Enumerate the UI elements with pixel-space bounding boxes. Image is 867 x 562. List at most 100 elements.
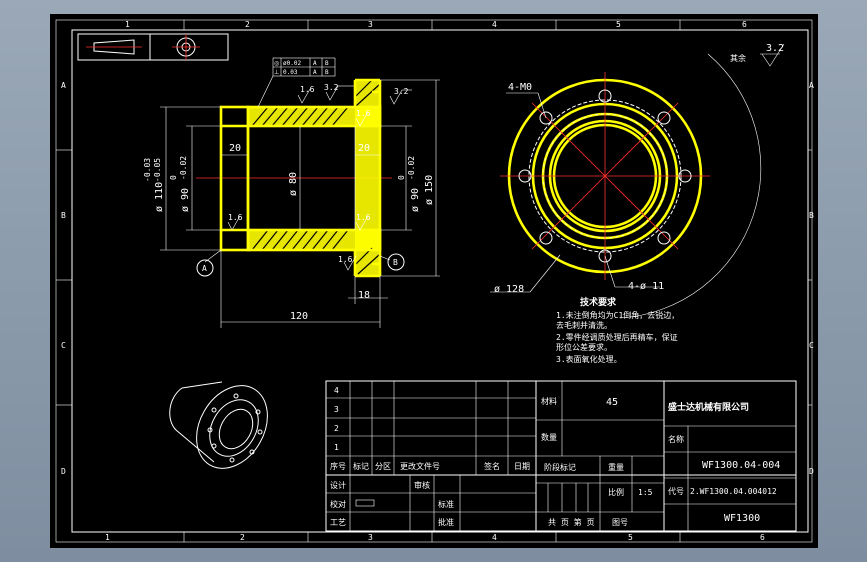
dim-d110: ø 110 — [154, 182, 165, 212]
isometric-view — [169, 381, 268, 469]
tech-line-5: 3.表面氧化处理。 — [556, 354, 622, 364]
zone-left-b: B — [61, 211, 66, 220]
bottom-wall-hatch — [248, 230, 380, 250]
end-view-leaders — [490, 92, 660, 293]
zone-left-c: C — [61, 341, 66, 350]
dim-width-20-left: 20 — [229, 143, 241, 154]
material-value: 45 — [606, 397, 618, 408]
rev-row-3: 3 — [334, 405, 339, 414]
zone-right-c: C — [809, 341, 814, 350]
zone-labels: 1 2 3 4 5 6 1 2 3 4 5 6 A B C D A B C D — [61, 20, 814, 542]
roughness-symbol-3 — [355, 215, 369, 231]
datum-a-label: A — [202, 264, 207, 273]
general-roughness-value: 3.2 — [766, 43, 784, 54]
check-stamp-box — [355, 499, 375, 507]
material-label: 材料 — [541, 396, 557, 406]
zone-top-1: 1 — [125, 20, 130, 29]
tol-row2-value: 0.03 — [283, 69, 298, 76]
hdr-zone: 分区 — [375, 462, 391, 471]
roughness-4: 1.6 — [356, 109, 371, 118]
end-view[interactable]: 4-M0 4-ø 11 ø 128 — [490, 53, 762, 319]
zone-top-5: 5 — [616, 20, 621, 29]
d128-label: ø 128 — [494, 284, 524, 295]
dim-d90-left: ø 90 — [180, 188, 191, 212]
zone-bottom-5: 5 — [628, 533, 633, 542]
roughness-3: 1.6 — [356, 213, 371, 222]
role-check: 校对 — [330, 499, 346, 509]
format-label: 图号 — [612, 518, 628, 527]
dim-width-20-right: 20 — [358, 143, 370, 154]
zone-right-d: D — [809, 467, 814, 476]
zone-left-a: A — [61, 81, 66, 90]
title-block[interactable]: 4 3 2 1 序号 标记 分区 更改文件号 签名 日期 设计 校对 工艺 审核… — [325, 380, 797, 532]
roughness-symbol-6 — [389, 89, 403, 105]
zone-bottom-1: 1 — [105, 533, 110, 542]
zone-ticks — [56, 20, 812, 542]
zone-bottom-2: 2 — [240, 533, 245, 542]
roughness-5: 1.6 — [338, 255, 353, 264]
role-design: 设计 — [330, 480, 346, 490]
general-roughness-label: 其余 — [730, 53, 746, 63]
projection-symbol — [77, 33, 229, 61]
drawing-number: WF1300.04-004 — [702, 460, 780, 471]
roughness-2: 1.6 — [228, 213, 243, 222]
tol-row1-ref1: A — [313, 60, 317, 67]
tech-requirements: 技术要求 1.未注倒角均为C1倒角，去锐边， 去毛刺并清洗。 2.零件经调质处理… — [556, 296, 679, 364]
tol-row1-symbol: ◎ — [274, 60, 279, 67]
role-standard: 标准 — [438, 499, 454, 509]
zone-right-a: A — [809, 81, 814, 90]
holes-top-label: 4-M0 — [508, 82, 532, 93]
roughness-marks: 1.6 1.6 1.6 1.6 1.6 3.2 3.2 — [227, 83, 412, 271]
zone-right-b: B — [809, 211, 814, 220]
dim-d150: ø 150 — [424, 175, 435, 205]
section-view[interactable]: ø 110 -0.03 -0.05 ø 90 0 -0.02 ø 80 ø 90… — [143, 57, 440, 328]
roughness-symbol-4 — [355, 111, 369, 127]
scale-label: 比例 — [608, 487, 624, 497]
stage-label: 阶段标记 — [544, 462, 576, 472]
zone-top-3: 3 — [368, 20, 373, 29]
flange-hatch — [355, 80, 380, 276]
tech-title: 技术要求 — [580, 296, 617, 308]
bolt-holes — [518, 89, 692, 263]
zone-bottom-3: 3 — [368, 533, 373, 542]
roughness-6: 3.2 — [394, 87, 409, 96]
general-roughness-note: 3.2 其余 — [730, 43, 785, 67]
sheets-label: 共 页 第 页 — [548, 517, 594, 527]
tech-line-3: 2.零件经调质处理后再精车，保证 — [556, 332, 678, 342]
dim-d110-tol-upper: -0.03 — [143, 158, 152, 182]
dim-flange-18: 18 — [358, 290, 370, 301]
zone-top-6: 6 — [742, 20, 747, 29]
datum-a[interactable]: A — [196, 249, 222, 277]
roughness-symbol-1 — [297, 88, 311, 104]
dim-length-120: 120 — [290, 311, 308, 322]
dim-d90-left-tol-upper: 0 — [169, 175, 178, 180]
outer-frame — [55, 19, 813, 543]
datum-b[interactable]: B — [379, 253, 405, 271]
hdr-file: 更改文件号 — [400, 461, 440, 471]
bottom-wall-hatch-lines — [251, 229, 349, 251]
tol-row1-ref2: B — [325, 60, 329, 67]
sheet-background — [50, 14, 818, 548]
dim-d80: ø 80 — [288, 172, 299, 196]
datum-b-label: B — [393, 258, 398, 267]
top-wall-hatch — [248, 107, 380, 126]
tol-row2-ref2: B — [325, 69, 329, 76]
rev-row-4: 4 — [334, 386, 339, 395]
name-label: 名称 — [668, 434, 684, 444]
roughness-symbol-5 — [343, 255, 357, 271]
hdr-date: 日期 — [514, 462, 530, 471]
roughness-1: 1.6 — [300, 85, 315, 94]
zone-bottom-4: 4 — [492, 533, 497, 542]
hdr-seq: 序号 — [330, 461, 346, 471]
tech-line-4: 形位公差要求。 — [556, 342, 612, 352]
inner-frame — [71, 29, 809, 533]
roughness-symbol-7 — [325, 85, 339, 101]
tolerance-frame[interactable]: ◎ ø0.02 A B ⊥ 0.03 A B — [257, 57, 336, 108]
rev-row-2: 2 — [334, 424, 339, 433]
zone-top-4: 4 — [492, 20, 497, 29]
role-approve: 批准 — [438, 517, 454, 527]
dim-d90-left-tol-lower: -0.02 — [179, 156, 188, 180]
zone-bottom-6: 6 — [760, 533, 765, 542]
